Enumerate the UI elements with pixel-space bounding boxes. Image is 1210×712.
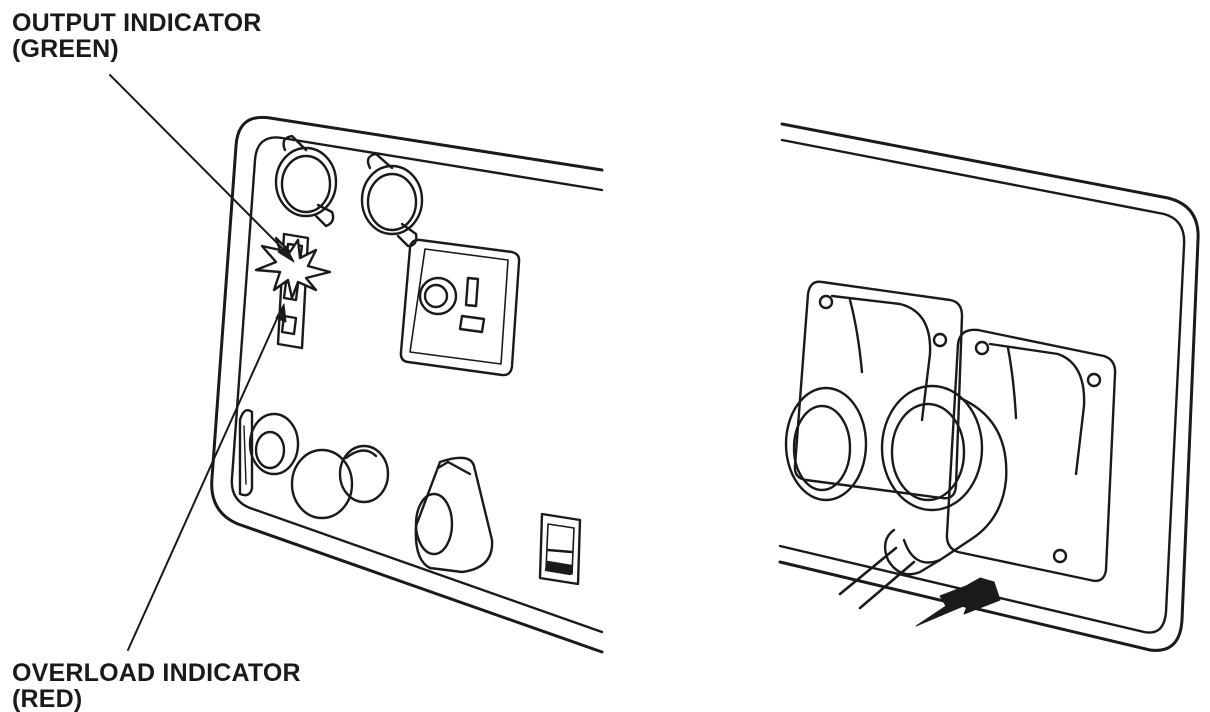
insert-direction-arrow <box>915 577 1001 627</box>
lower-controls <box>238 409 582 586</box>
fuel-lever <box>238 409 254 497</box>
circuit-breaker-knob <box>338 444 390 504</box>
right-panel-frame-inner <box>778 138 1186 634</box>
cap-socket-left <box>274 134 338 228</box>
callout-leaders <box>109 74 295 651</box>
output-indicator-title: OUTPUT INDICATOR <box>12 9 262 37</box>
output-indicator-flash-icon <box>254 236 332 300</box>
left-panel-frame-inner <box>230 136 604 634</box>
right-panel-frame-outer <box>778 122 1200 652</box>
left-control-panel <box>210 115 604 654</box>
overload-indicator-title: OVERLOAD INDICATOR <box>12 659 301 687</box>
overload-indicator-callout: OVERLOAD INDICATOR (RED) <box>12 660 301 712</box>
outlet-socket-left <box>784 280 964 502</box>
cap-socket-right <box>360 152 424 248</box>
output-indicator-callout: OUTPUT INDICATOR (GREEN) <box>12 10 262 62</box>
eco-rocker-switch <box>538 512 582 586</box>
plug-connector <box>838 384 1008 610</box>
outlet-socket-right <box>945 328 1117 583</box>
engine-switch-knob <box>414 456 494 574</box>
right-outlet-panel <box>778 122 1200 652</box>
left-panel-frame-outer <box>210 115 604 654</box>
overload-indicator-color: (RED) <box>12 685 83 712</box>
ac-receptacle-module <box>399 238 521 377</box>
output-indicator-color: (GREEN) <box>12 35 119 63</box>
